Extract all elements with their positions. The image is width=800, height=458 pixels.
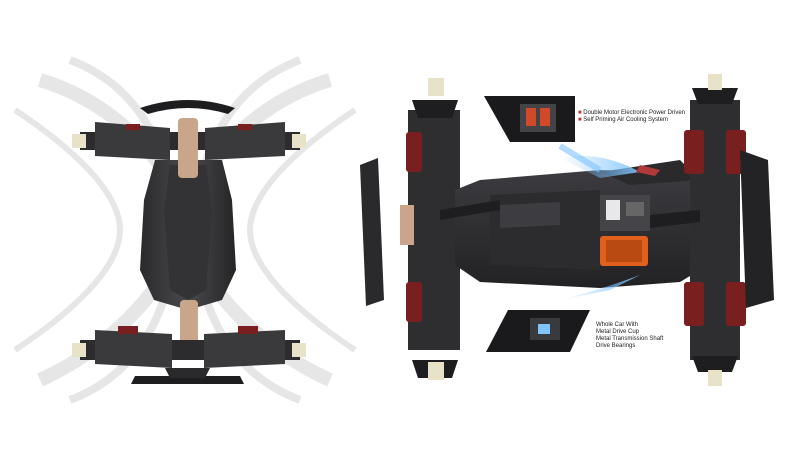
callout-line: ■ Double Motor Electronic Power Driven [578, 110, 686, 116]
buggy-top-view [72, 100, 306, 384]
callout-line: Metal Drive Cup [596, 329, 640, 335]
callout-text-top: ■ Double Motor Electronic Power Driven ■… [578, 110, 685, 124]
callout-inset-bottom [486, 310, 590, 352]
callout-line: Drive Bearings [596, 343, 636, 349]
callout-line: ■ Self Priming Air Cooling System [578, 117, 668, 123]
callout-line: Metal Transmission Shaft [596, 336, 664, 342]
callout-text-bottom: Whole Car With Metal Drive Cup Metal Tra… [596, 322, 663, 350]
callout-line: Whole Car With [596, 322, 639, 328]
buggy-side-view [360, 74, 774, 386]
callout-inset-top [484, 96, 602, 173]
